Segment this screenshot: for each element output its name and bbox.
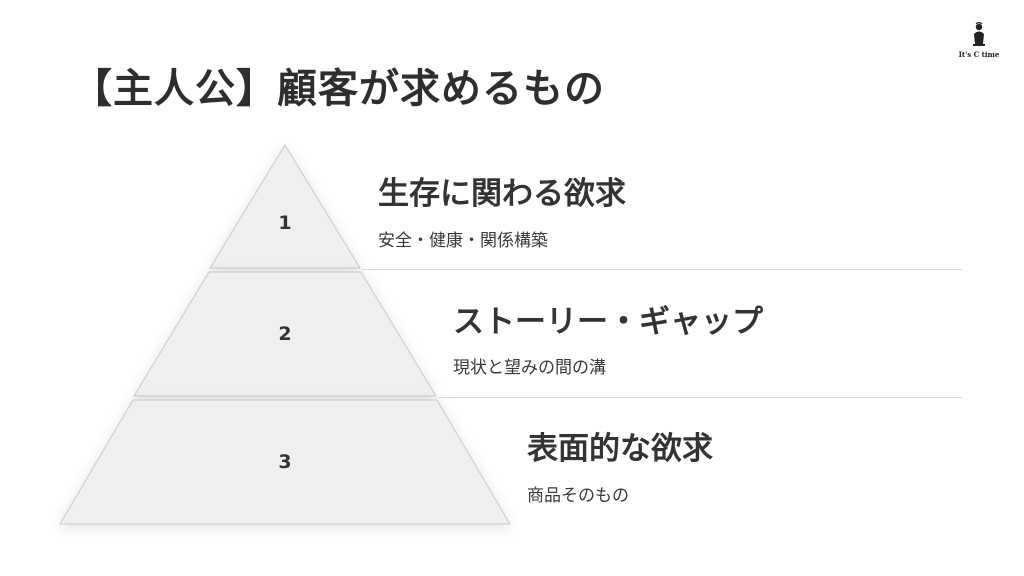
pyramid-tier-3 xyxy=(59,399,511,525)
tier-number-1: 1 xyxy=(278,212,292,234)
brand-logo: It's C time xyxy=(956,22,1002,64)
tier-3-heading: 表面的な欲求 xyxy=(527,431,713,467)
divider-1 xyxy=(362,269,962,270)
pyramid-tier-2 xyxy=(133,271,437,397)
divider-2 xyxy=(438,397,962,398)
tier-2-heading: ストーリー・ギャップ xyxy=(453,304,763,340)
tier-2-description: 現状と望みの間の溝 xyxy=(453,358,606,378)
page-title: 【主人公】顧客が求めるもの xyxy=(72,66,605,112)
pyramid-tier-1 xyxy=(209,144,361,269)
figure-icon xyxy=(973,22,985,46)
tier-3-description: 商品そのもの xyxy=(527,486,629,506)
tier-1-heading: 生存に関わる欲求 xyxy=(378,176,626,212)
tier-1-description: 安全・健康・関係構築 xyxy=(378,231,548,251)
tier-number-3: 3 xyxy=(278,451,292,473)
logo-text: It's C time xyxy=(958,50,1000,59)
tier-number-2: 2 xyxy=(278,323,292,345)
